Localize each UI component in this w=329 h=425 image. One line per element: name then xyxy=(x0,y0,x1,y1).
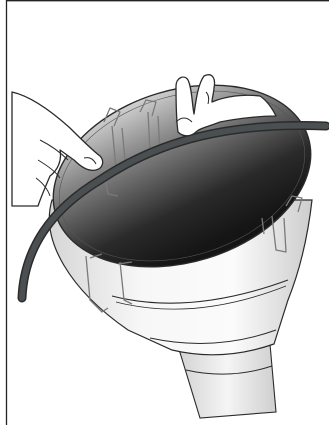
funnel-spout xyxy=(178,344,276,418)
